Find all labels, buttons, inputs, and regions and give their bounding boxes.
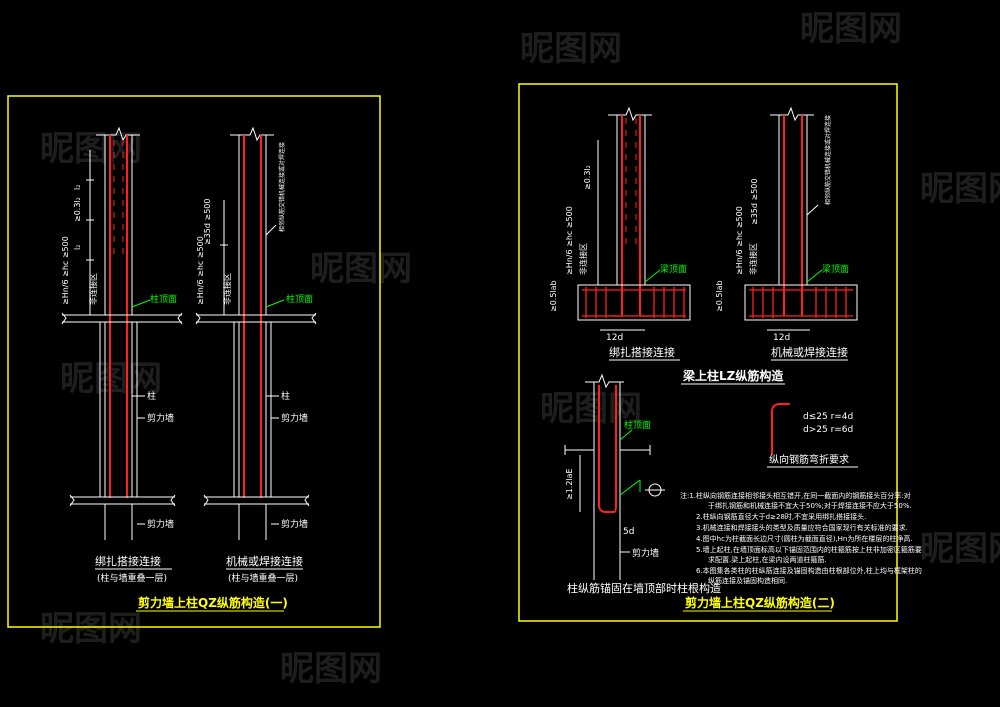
caption-lz-lap: 绑扎搭接连接	[609, 345, 675, 359]
dim-label-nonconnect: 非连接区	[88, 273, 98, 305]
label-top-face: 柱顶面	[286, 293, 313, 305]
left-panel: l₂ ≥0.3l₂ l₂ ≥Hn/6 ≥hc ≥500 非连接区 柱顶面 柱 剪…	[7, 95, 381, 628]
dim-label-hn: ≥Hn/6 ≥hc ≥500	[196, 236, 205, 305]
caption-mech: 机械或焊接连接	[226, 554, 303, 568]
label-wall2: 剪力墙	[281, 518, 308, 530]
left-detail-mech: ≥35d ≥500 ≥Hn/6 ≥hc ≥500 非连接区 相邻纵筋交错机械连接…	[195, 126, 317, 584]
dim-5d: 5d	[623, 527, 634, 537]
dim-12d: 12d	[606, 333, 623, 343]
dim-nonconnect: 非连接区	[748, 243, 758, 275]
dim-label-le: l₂	[73, 185, 82, 190]
dim-le: ≥0.3l₂	[583, 165, 592, 190]
label-column: 柱	[147, 390, 156, 402]
dim-hn: ≥Hn/6 ≥hc ≥500	[735, 206, 744, 275]
dim-label-nonconnect: 非连接区	[222, 273, 232, 305]
dim-label-35d: ≥35d ≥500	[203, 199, 212, 245]
watermark-text: 昵图网	[920, 529, 1000, 569]
right-panel: 12d ≥0.5lab ≥0.3l₂ ≥Hn/6 ≥hc ≥500 非连接区 梁…	[518, 83, 922, 622]
watermark-text: 昵图网	[280, 649, 382, 689]
label-wall: 剪力墙	[281, 412, 308, 424]
watermark-text: 昵图网	[920, 169, 1000, 209]
label-top-face: 柱顶面	[150, 293, 177, 305]
label-wall: 剪力墙	[632, 547, 659, 559]
label-column: 柱	[281, 390, 290, 402]
bend-rule2: d>25 r=6d	[803, 425, 853, 435]
caption-lap: 绑扎搭接连接	[95, 554, 161, 568]
dim-label-le2: l₂	[73, 245, 82, 250]
left-panel-title: 剪力墙上柱QZ纵筋构造(一)	[138, 595, 288, 610]
caption-anchor: 柱纵筋锚固在墙顶部时柱根构造	[567, 581, 721, 595]
dim-label-hn: ≥Hn/6 ≥hc ≥500	[61, 236, 70, 305]
label-staggered: 相邻纵筋交错机械连接或对焊连接	[278, 142, 286, 232]
note-line: 求配置.梁上起柱,在梁内设两道柱箍筋.	[708, 555, 827, 564]
dim-35d: ≥35d ≥500	[750, 179, 759, 225]
watermark-text: 昵图网	[310, 249, 412, 289]
watermark-text: 昵图网	[40, 609, 142, 649]
right-panel-frame	[518, 83, 898, 622]
note-line: 注:1.柱纵向钢筋连接相邻接头相互错开,在同一截面内的钢筋接头百分率:对	[680, 491, 911, 500]
subcaption-mech: (柱与墙重叠一层)	[228, 572, 298, 584]
note-line: 6.本图集各类柱的柱纵筋连接及锚固构造由柱根部位外,柱上均与框架柱的	[696, 566, 922, 575]
bend-detail: d≤25 r=4d d>25 r=6d 纵向钢筋弯折要求	[767, 403, 858, 468]
subcaption-lap: (柱与墙重叠一层)	[97, 572, 167, 584]
label-top-face: 柱顶面	[624, 419, 651, 431]
note-line: 纵筋连接及锚固构造相同.	[708, 576, 787, 585]
dim-label-pct: ≥0.3l₂	[73, 197, 82, 222]
note-line: 5.墙上起柱,在墙顶面标高以下锚固范围内的柱箍筋按上柱非加密区箍筋要	[696, 545, 922, 554]
note-line: 3.机械连接和焊接接头的类型及质量应符合国家现行有关标准的要求.	[696, 523, 908, 532]
watermark-text: 昵图网	[40, 129, 142, 169]
label-staggered: 相邻纵筋交错机械连接或对焊连接	[824, 115, 832, 205]
left-panel-frame	[7, 95, 381, 628]
lz-detail-lap: 12d ≥0.5lab ≥0.3l₂ ≥Hn/6 ≥hc ≥500 非连接区 梁…	[549, 106, 691, 361]
left-detail-lap: l₂ ≥0.3l₂ l₂ ≥Hn/6 ≥hc ≥500 非连接区 柱顶面 柱 剪…	[61, 126, 183, 584]
label-wall: 剪力墙	[147, 412, 174, 424]
watermark: 昵图网 昵图网 昵图网 昵图网 昵图网 昵图网 昵图网 昵图网 昵图网 昵图网	[40, 9, 1000, 689]
note-line: 2.柱纵向钢筋直径大于d≥28时,不宜采用绑扎搭接接头.	[696, 512, 866, 521]
dim-nonconnect: 非连接区	[578, 243, 588, 275]
notes: 注:1.柱纵向钢筋连接相邻接头相互错开,在同一截面内的钢筋接头百分率:对 于绑扎…	[680, 491, 922, 585]
bend-rule1: d≤25 r=4d	[803, 412, 853, 422]
label-beam-top: 梁顶面	[660, 263, 687, 275]
watermark-text: 昵图网	[800, 9, 902, 49]
label-wall2: 剪力墙	[147, 518, 174, 530]
note-line: 4.图中hc为柱截面长边尺寸(圆柱为截面直径),Hn为所在楼层的柱净高.	[696, 534, 913, 543]
dim-12d: 12d	[773, 333, 790, 343]
dim-anchor-le: ≥1.2laE	[565, 468, 574, 500]
note-line: 于绑扎钢筋和机械连接不宜大于50%;对于焊接连接不应大于50%.	[708, 501, 912, 510]
lz-title: 梁上柱LZ纵筋构造	[682, 368, 784, 383]
watermark-text: 昵图网	[520, 29, 622, 69]
dim-h: ≥0.5lab	[715, 280, 724, 312]
caption-lz-mech: 机械或焊接连接	[771, 345, 848, 359]
dim-hn: ≥Hn/6 ≥hc ≥500	[565, 206, 574, 275]
right-panel-title: 剪力墙上柱QZ纵筋构造(二)	[685, 595, 835, 610]
watermark-text: 昵图网	[540, 389, 642, 429]
dim-h: ≥0.5lab	[549, 280, 558, 312]
anchor-detail: ≥1.2laE 柱顶面 5d 剪力墙 柱纵筋锚固在墙顶部时柱根构造	[564, 373, 721, 595]
lz-detail-mech: 12d ≥0.5lab ≥35d ≥500 ≥Hn/6 ≥hc ≥500 非连接…	[715, 106, 858, 361]
label-beam-top: 梁顶面	[822, 263, 849, 275]
caption-bend: 纵向钢筋弯折要求	[769, 453, 849, 466]
